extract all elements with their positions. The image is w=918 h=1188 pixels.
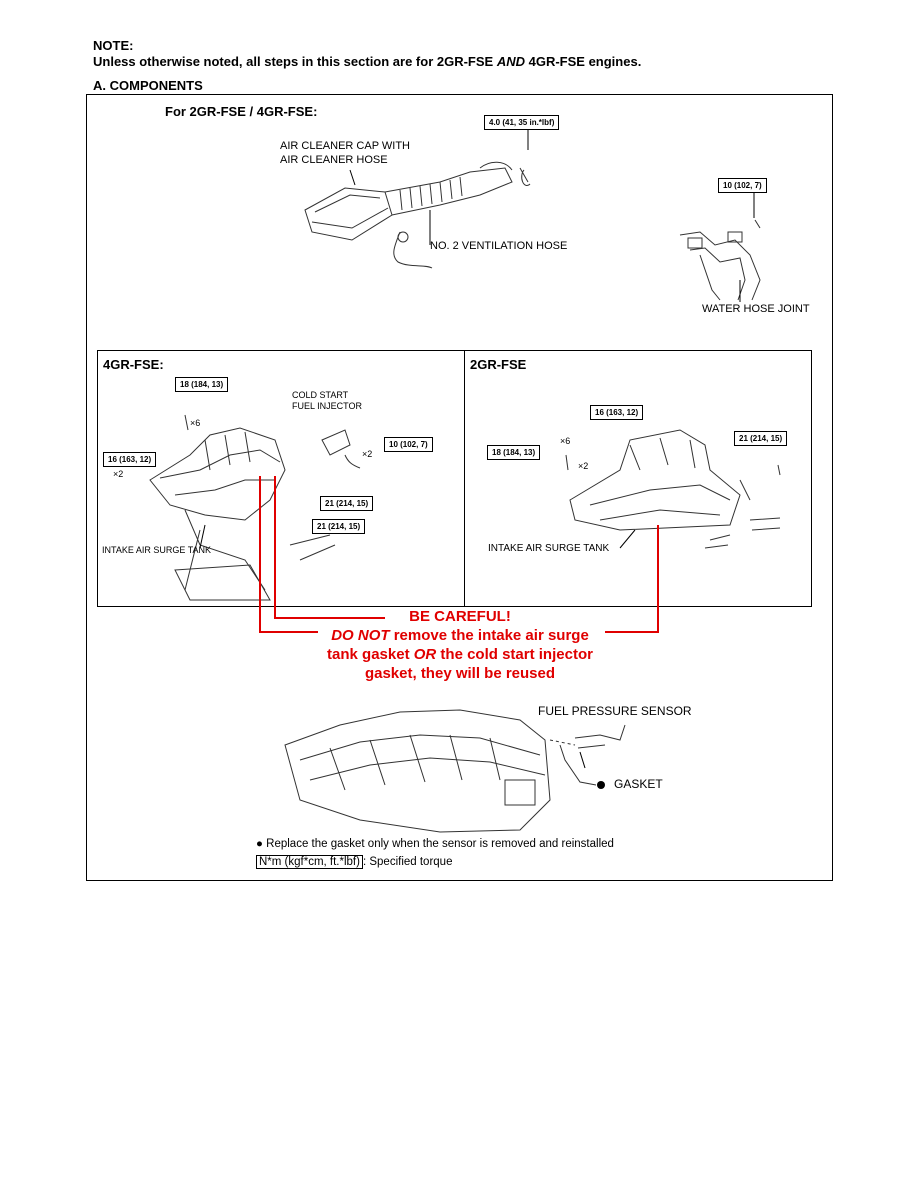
warning-pointer-lines: [259, 476, 659, 633]
warning-line1: DO NOT remove the intake air surge: [300, 626, 620, 645]
legend-box: N*m (kgf*cm, ft.*lbf): [256, 855, 363, 869]
legend-text: : Specified torque: [362, 856, 453, 868]
warning-line2-post: the cold start injector: [436, 646, 593, 663]
4gr-qty-top: ×6: [190, 418, 201, 428]
2gr-qty-two: ×2: [578, 461, 589, 471]
replace-gasket-note: ● Replace the gasket only when the senso…: [256, 838, 614, 850]
leader-air-cleaner: [349, 169, 356, 186]
warning-line1-rest: remove the intake air surge: [389, 627, 589, 644]
water-hose-joint-drawing: [679, 219, 761, 301]
4gr-torque-left: 16 (163, 12): [103, 452, 157, 467]
top-panel-title: For 2GR-FSE / 4GR-FSE:: [165, 104, 318, 119]
note-text-post: 4GR-FSE engines.: [525, 54, 642, 69]
4gr-qty-left: ×2: [113, 469, 124, 479]
torque-clamp-spec: 4.0 (41, 35 in.*lbf): [484, 115, 560, 130]
4gr-manifold-drawing: [149, 414, 361, 601]
2gr-manifold-drawing: [565, 429, 781, 549]
4gr-surge-tank-label: INTAKE AIR SURGE TANK: [102, 545, 212, 555]
2gr-qty-six: ×6: [560, 436, 571, 446]
fuel-sensor-label: FUEL PRESSURE SENSOR: [538, 704, 692, 718]
vent-hose-label: NO. 2 VENTILATION HOSE: [430, 240, 568, 252]
gasket-marker: [597, 781, 605, 789]
leader-2gr-surge: [619, 529, 636, 549]
torque-legend: N*m (kgf*cm, ft.*lbf): Specified torque: [256, 855, 453, 869]
2gr-torque-right: 21 (214, 15): [734, 431, 788, 446]
air-cleaner-label-line2: AIR CLEANER HOSE: [280, 154, 388, 166]
note-bullet: ●: [256, 838, 263, 850]
leader-4gr-surge: [199, 524, 206, 549]
4gr-torque-top: 18 (184, 13): [175, 377, 229, 392]
note-text-pre: Unless otherwise noted, all steps in thi…: [93, 54, 497, 69]
air-cleaner-label-line1: AIR CLEANER CAP WITH: [280, 140, 410, 152]
note-title: NOTE:: [93, 38, 134, 53]
warning-callout: BE CAREFUL! DO NOT remove the intake air…: [300, 607, 620, 683]
2gr-surge-tank-label: INTAKE AIR SURGE TANK: [488, 543, 610, 554]
warning-line3: gasket, they will be reused: [364, 665, 556, 682]
cold-start-label-line1: COLD START: [292, 390, 349, 400]
note-text-emphasis: AND: [496, 54, 525, 69]
components-figure-frame: [86, 94, 833, 881]
warning-line2: tank gasket OR the cold start injector: [300, 645, 620, 664]
panel-divider: [464, 350, 465, 606]
water-hose-label: WATER HOSE JOINT: [702, 303, 810, 315]
right-panel-title: 2GR-FSE: [470, 357, 527, 372]
warning-title: BE CAREFUL!: [409, 608, 511, 625]
section-heading: A. COMPONENTS: [93, 78, 203, 93]
air-cleaner-cap-drawing: [304, 161, 531, 269]
note-bullet-text: Replace the gasket only when the sensor …: [266, 838, 614, 850]
engine-fuel-sensor-drawing: [284, 709, 626, 833]
2gr-torque-left: 18 (184, 13): [487, 445, 541, 460]
left-panel-title: 4GR-FSE:: [103, 357, 164, 372]
4gr-qty-injector: ×2: [362, 449, 373, 459]
note-text: Unless otherwise noted, all steps in thi…: [93, 54, 641, 69]
gasket-label: GASKET: [614, 777, 663, 791]
4gr-torque-mid: 21 (214, 15): [320, 496, 374, 511]
warning-line2-pre: tank gasket: [327, 646, 414, 663]
warning-line2-em: OR: [413, 646, 437, 663]
engine-comparison-frame: [97, 350, 812, 607]
leader-fuel-sensor: [579, 751, 586, 769]
2gr-torque-top: 16 (163, 12): [590, 405, 644, 420]
4gr-torque-low: 21 (214, 15): [312, 519, 366, 534]
torque-water-spec: 10 (102, 7): [718, 178, 767, 193]
4gr-torque-injector: 10 (102, 7): [384, 437, 433, 452]
warning-line1-em: DO NOT: [331, 627, 390, 644]
cold-start-label-line2: FUEL INJECTOR: [292, 401, 363, 411]
